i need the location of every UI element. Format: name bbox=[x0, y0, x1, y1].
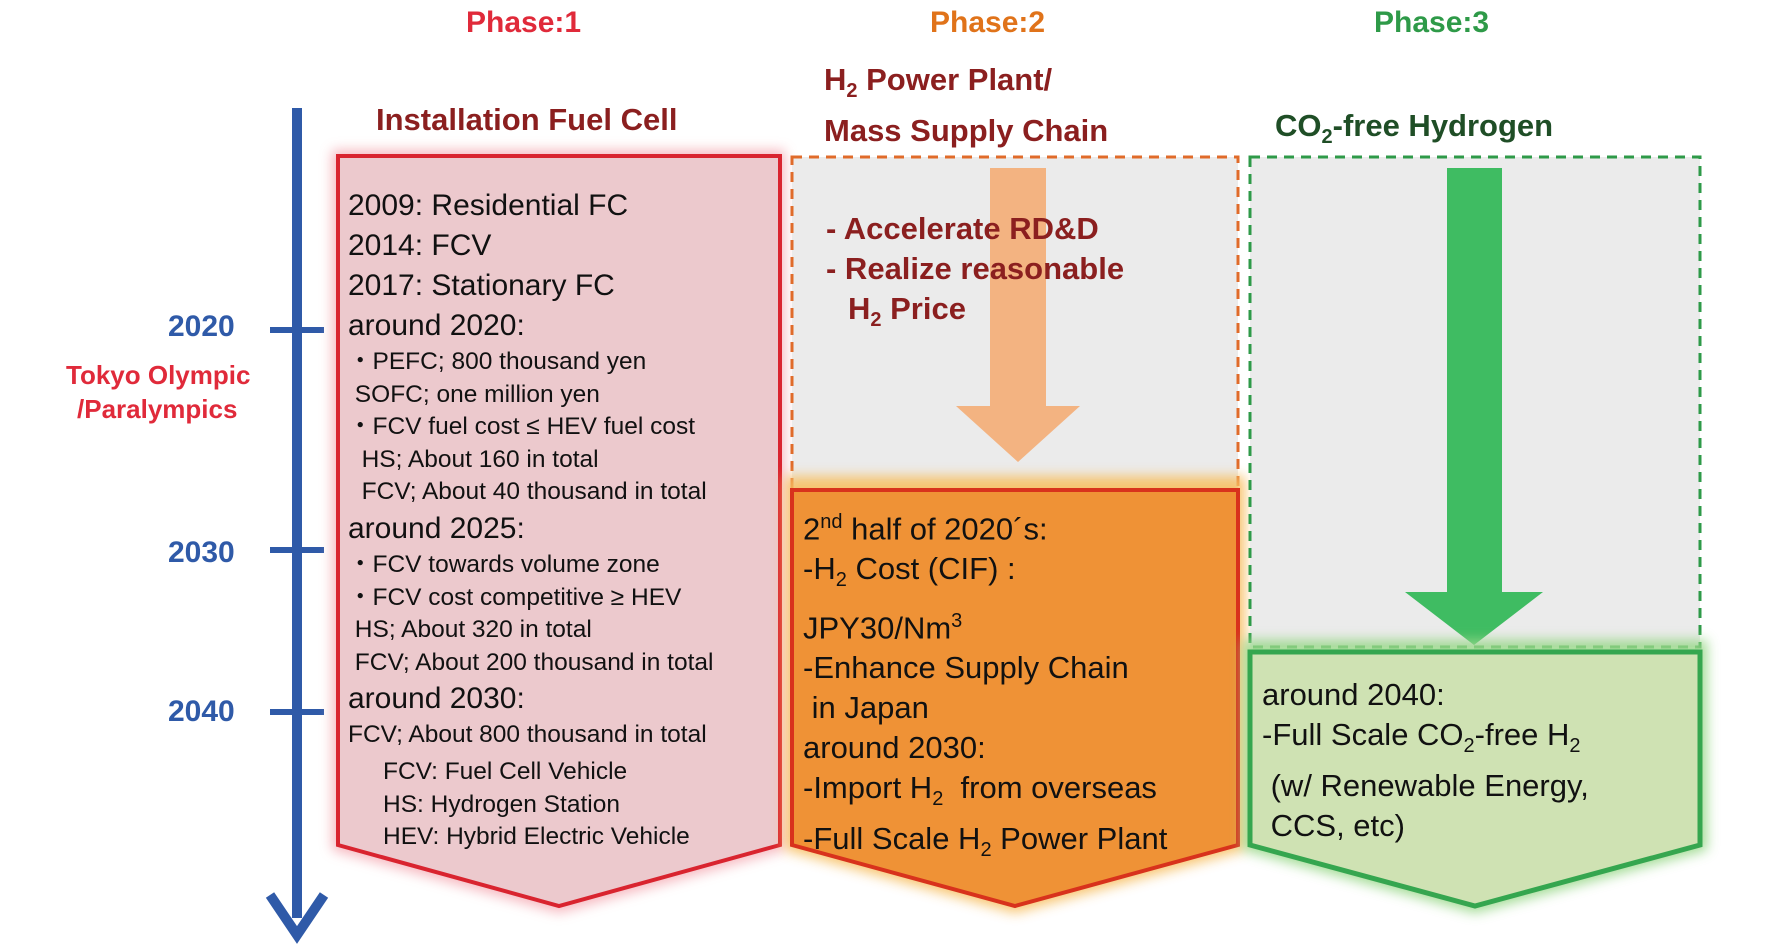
p1-line: ・FCV cost competitive ≥ HEV bbox=[348, 583, 682, 611]
p2-line8: -Full Scale H2 Power Plant bbox=[803, 821, 1168, 862]
p1-line: ・FCV fuel cost ≤ HEV fuel cost bbox=[348, 413, 696, 441]
phase1-legend: FCV: Fuel Cell Vehicle HS: Hydrogen Stat… bbox=[383, 756, 690, 854]
phase1-content: 2009: Residential FC 2014: FCV 2017: Sta… bbox=[348, 186, 713, 752]
p1-line: ・PEFC; 800 thousand yen bbox=[348, 348, 647, 375]
p1-line: ・FCV towards volume zone bbox=[348, 550, 660, 578]
p2-upper-line1: - Accelerate RD&D bbox=[826, 211, 1099, 246]
year-2040: 2040 bbox=[168, 695, 235, 728]
phase2-header-line2: Mass Supply Chain bbox=[824, 113, 1109, 149]
p1-line: FCV; About 40 thousand in total bbox=[348, 478, 707, 506]
legend-hs: HS: Hydrogen Station bbox=[383, 790, 620, 818]
p1-line: around 2025: bbox=[348, 511, 525, 545]
p3-line2: -Full Scale CO2-free H2 bbox=[1262, 717, 1581, 758]
p1-line: FCV; About 200 thousand in total bbox=[348, 648, 714, 676]
tokyo-olympic-label: Tokyo Olympic /Paralympics bbox=[66, 358, 250, 426]
olympic-line1: Tokyo Olympic bbox=[66, 360, 251, 390]
p3-line4: CCS, etc) bbox=[1262, 808, 1405, 844]
p2-line2: -H2 Cost (CIF) : bbox=[803, 551, 1016, 592]
phase1-title: Phase:1 bbox=[466, 6, 582, 39]
p2-line1: 2nd half of 2020´s: bbox=[803, 511, 1048, 547]
p2-line3: JPY30/Nm3 bbox=[803, 609, 963, 645]
p1-line: SOFC; one million yen bbox=[348, 380, 600, 408]
legend-hev: HEV: Hybrid Electric Vehicle bbox=[383, 823, 690, 851]
year-2030: 2030 bbox=[168, 536, 235, 569]
p1-line: 2009: Residential FC bbox=[348, 189, 629, 222]
p1-line: around 2020: bbox=[348, 309, 525, 342]
p2-line6: around 2030: bbox=[803, 729, 986, 765]
p2-upper-line2: - Realize reasonable bbox=[826, 251, 1125, 286]
p1-line: HS; About 320 in total bbox=[348, 616, 592, 644]
phase2-box bbox=[785, 476, 1245, 913]
year-2020: 2020 bbox=[168, 310, 235, 343]
phase3-header: CO2-free Hydrogen bbox=[1275, 108, 1554, 149]
olympic-line2: /Paralympics bbox=[77, 394, 238, 424]
p2-line7: -Import H2 from overseas bbox=[803, 769, 1157, 811]
p2-line4: -Enhance Supply Chain bbox=[803, 649, 1129, 685]
phase3-box-text: around 2040: -Full Scale CO2-free H2 (w/… bbox=[1262, 675, 1589, 846]
p1-line: 2017: Stationary FC bbox=[348, 269, 615, 302]
p1-line: around 2030: bbox=[348, 682, 525, 716]
p2-line5: in Japan bbox=[803, 689, 929, 725]
phase2-title: Phase:2 bbox=[930, 6, 1046, 39]
phase2-box-text: 2nd half of 2020´s: -H2 Cost (CIF) : JPY… bbox=[803, 502, 1167, 870]
phase2-down-arrow bbox=[956, 168, 1080, 462]
legend-fcv: FCV: Fuel Cell Vehicle bbox=[383, 758, 628, 785]
p2-upper-line3: H2 Price bbox=[848, 291, 966, 332]
timeline-arrow bbox=[265, 108, 329, 944]
p3-line3: (w/ Renewable Energy, bbox=[1262, 768, 1589, 804]
phase3-title: Phase:3 bbox=[1374, 6, 1490, 39]
p1-line: HS; About 160 in total bbox=[348, 445, 599, 473]
phase2-header: H2 Power Plant/ Mass Supply Chain bbox=[824, 60, 1108, 151]
p3-line1: around 2040: bbox=[1262, 677, 1445, 712]
p1-line: FCV; About 800 thousand in total bbox=[348, 721, 707, 749]
phase1-box bbox=[332, 150, 785, 913]
phase3-down-arrow bbox=[1405, 168, 1543, 645]
phase3-box bbox=[1243, 640, 1707, 913]
phase2-upper-text: - Accelerate RD&D - Realize reasonable H… bbox=[826, 209, 1124, 340]
p1-line: 2014: FCV bbox=[348, 229, 492, 262]
phase2-header-line1: H2 Power Plant/ bbox=[824, 62, 1053, 103]
phase1-header: Installation Fuel Cell bbox=[376, 102, 678, 137]
